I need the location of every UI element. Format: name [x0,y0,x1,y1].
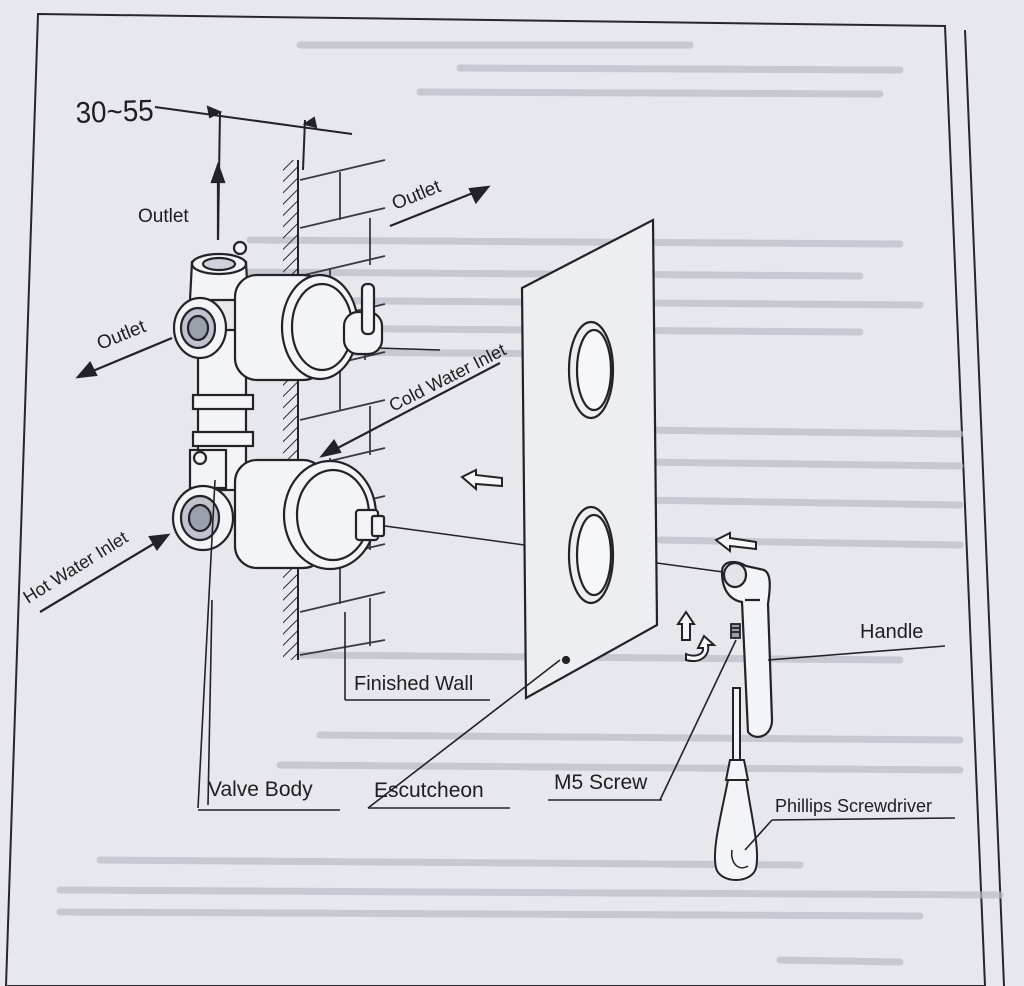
label-leaders [197,479,956,851]
assembly-arrows [460,468,757,662]
show-through-text [56,41,1004,966]
escutcheon-plate [520,218,659,700]
page-right-rule [964,29,1005,986]
flow-arrows [39,161,746,613]
handle-part [720,560,774,738]
valve-body [171,240,386,571]
label-valve-body: Valve Body [208,778,313,801]
label-outlet-top: Outlet [138,206,189,227]
label-finished-wall: Finished Wall [354,673,473,695]
label-handle: Handle [860,621,923,643]
label-escutcheon: Escutcheon [374,779,484,802]
page-border [4,12,987,986]
dimension-label: 30~55 [75,94,154,130]
dimension-lines [154,105,353,241]
label-phillips-screwdriver: Phillips Screwdriver [775,796,932,816]
label-m5-screw: M5 Screw [554,771,648,794]
screwdriver-part [713,687,759,881]
m5-screw-part [730,623,741,639]
